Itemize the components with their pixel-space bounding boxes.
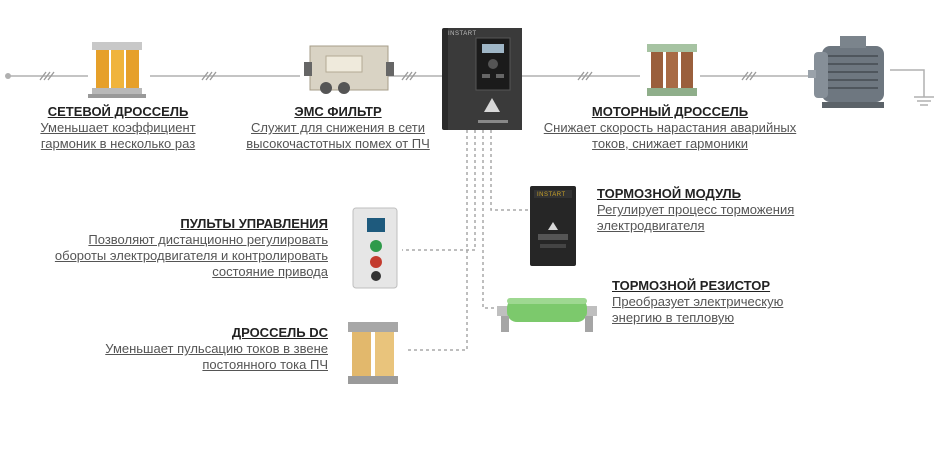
vfd-image — [442, 28, 522, 130]
control-panels-block[interactable]: ПУЛЬТЫ УПРАВЛЕНИЯ Позволяют дистанционно… — [40, 216, 328, 280]
control-panels-desc[interactable]: Позволяют дистанционно регулировать обор… — [54, 232, 328, 279]
braking-resistor-block[interactable]: ТОРМОЗНОЙ РЕЗИСТОР Преобразует электриче… — [612, 278, 832, 326]
emc-filter-desc[interactable]: Служит для снижения в сети высокочастотн… — [246, 120, 430, 151]
emc-filter-block[interactable]: ЭМС ФИЛЬТР Служит для снижения в сети вы… — [232, 104, 444, 152]
dotted-connections — [402, 130, 528, 351]
control-panels-title[interactable]: ПУЛЬТЫ УПРАВЛЕНИЯ — [180, 216, 328, 231]
braking-module-title[interactable]: ТОРМОЗНОЙ МОДУЛЬ — [597, 186, 742, 201]
braking-module-block[interactable]: ТОРМОЗНОЙ МОДУЛЬ Регулирует процесс торм… — [597, 186, 837, 234]
dc-reactor-block[interactable]: ДРОССЕЛЬ DC Уменьшает пульсацию токов в … — [60, 325, 328, 373]
braking-module-image — [530, 186, 576, 266]
vfd-brand-label: INSTART — [448, 31, 477, 37]
braking-module-brand-label: INSTART — [537, 192, 566, 198]
emc-filter-image — [304, 45, 394, 94]
motor-reactor-image — [647, 44, 697, 96]
motor-reactor-block[interactable]: МОТОРНЫЙ ДРОССЕЛЬ Снижает скорость нарас… — [532, 104, 808, 152]
motor-reactor-desc[interactable]: Снижает скорость нарастания аварийных то… — [543, 120, 797, 151]
emc-filter-title[interactable]: ЭМС ФИЛЬТР — [294, 104, 382, 119]
line-reactor-desc[interactable]: Уменьшает коэффициент гармоник в несколь… — [40, 120, 196, 151]
dc-reactor-desc[interactable]: Уменьшает пульсацию токов в звене постоя… — [105, 341, 328, 372]
braking-resistor-title[interactable]: ТОРМОЗНОЙ РЕЗИСТОР — [612, 278, 771, 293]
control-panel-image — [352, 207, 398, 289]
motor-reactor-title[interactable]: МОТОРНЫЙ ДРОССЕЛЬ — [591, 104, 749, 119]
power-line — [5, 69, 934, 106]
motor-image — [808, 36, 884, 108]
braking-resistor-desc[interactable]: Преобразует электрическую энергию в тепл… — [612, 294, 784, 325]
line-reactor-title[interactable]: СЕТЕВОЙ ДРОССЕЛЬ — [47, 104, 189, 119]
line-reactor-block[interactable]: СЕТЕВОЙ ДРОССЕЛЬ Уменьшает коэффициент г… — [20, 104, 216, 152]
braking-module-desc[interactable]: Регулирует процесс торможения электродви… — [597, 202, 795, 233]
braking-resistor-image — [497, 298, 597, 332]
dc-reactor-title[interactable]: ДРОССЕЛЬ DC — [231, 325, 328, 340]
line-reactor-image — [88, 42, 146, 98]
dc-reactor-image — [348, 322, 398, 384]
